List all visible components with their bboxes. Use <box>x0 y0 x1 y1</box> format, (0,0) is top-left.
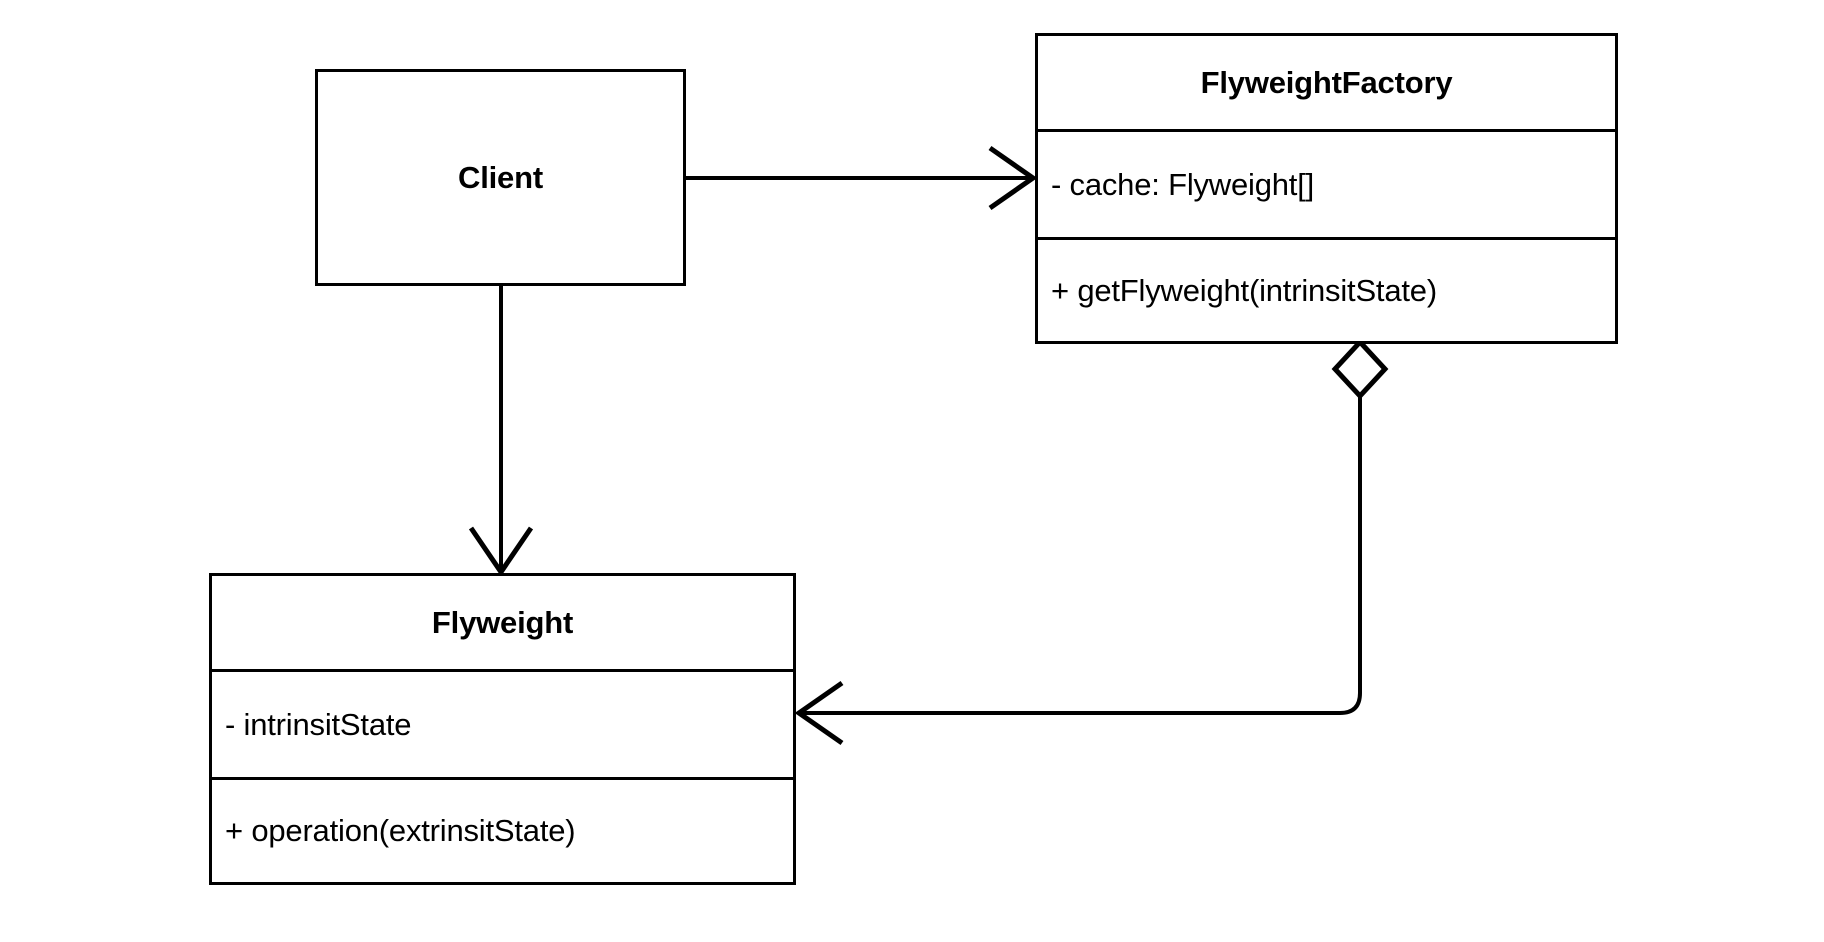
class-name-flyweight-factory: FlyweightFactory <box>1200 64 1453 100</box>
hollow-diamond-icon <box>1331 338 1389 400</box>
open-arrow-icon <box>468 526 534 577</box>
class-name-client: Client <box>458 159 543 195</box>
class-name-flyweight: Flyweight <box>431 604 574 640</box>
open-arrow-icon <box>988 145 1038 211</box>
class-box-flyweight[interactable]: Flyweight - intrinsitState + operation(e… <box>209 573 796 885</box>
edge-line <box>800 396 1362 715</box>
class-operation-flyweight-operation: + operation(extrinsitState) <box>212 777 793 882</box>
edge-factory-aggregates-flyweight[interactable] <box>794 338 1389 746</box>
class-attribute-flyweight-factory-cache: - cache: Flyweight[] <box>1038 129 1615 237</box>
class-box-client[interactable]: Client <box>315 69 686 286</box>
open-arrow-icon <box>794 680 844 746</box>
class-box-flyweight-factory[interactable]: FlyweightFactory - cache: Flyweight[] + … <box>1035 33 1618 344</box>
edge-client-uses-factory[interactable] <box>686 145 1038 211</box>
edge-client-uses-flyweight[interactable] <box>468 286 534 577</box>
class-attribute-flyweight-intrinsitstate: - intrinsitState <box>212 669 793 777</box>
class-operation-flyweight-factory-getflyweight: + getFlyweight(intrinsitState) <box>1038 237 1615 341</box>
